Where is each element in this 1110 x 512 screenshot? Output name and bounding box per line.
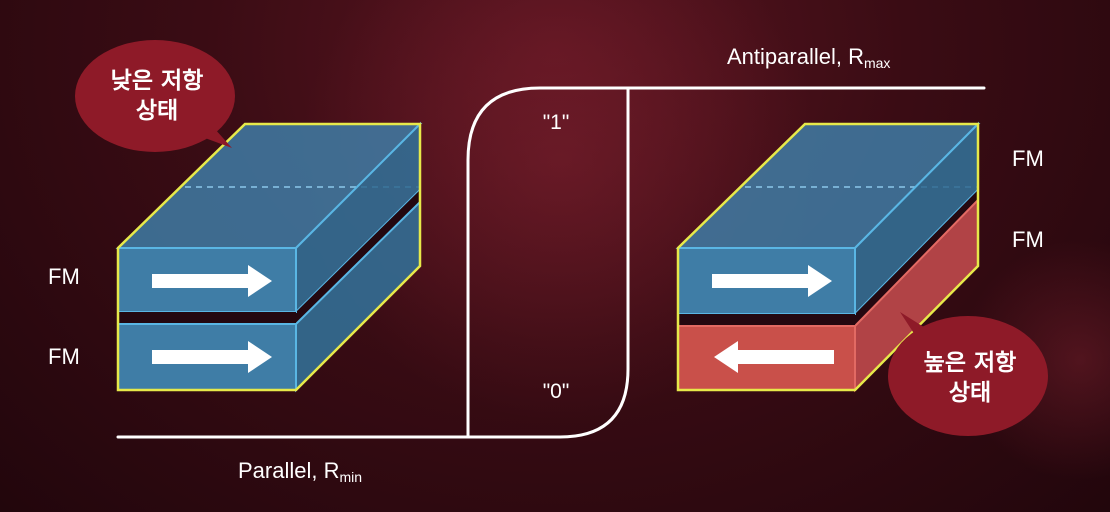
low-bubble-line2: 상태 [136, 98, 178, 124]
right-mtj-stack [675, 121, 981, 393]
right-fm-bottom-label: FM [1012, 227, 1044, 252]
high-bubble-body [888, 316, 1048, 436]
antiparallel-label: Antiparallel, Rmax [727, 44, 890, 71]
high-resistance-bubble: 높은 저항 상태 [888, 312, 1048, 436]
right-front-barrier [678, 314, 855, 326]
left-mtj-stack [115, 121, 423, 393]
antiparallel-label-sub: max [864, 55, 890, 71]
right-side-barrier [855, 190, 978, 326]
right-bottom-arrow-left [714, 341, 834, 373]
left-bottom-arrow-right [152, 341, 272, 373]
state-zero-label: "0" [543, 380, 570, 403]
low-resistance-bubble: 낮은 저항 상태 [75, 40, 235, 152]
low-bubble-body [75, 40, 235, 152]
high-bubble-line1: 높은 저항 [924, 350, 1017, 376]
left-front-barrier [118, 312, 296, 324]
parallel-baseline [116, 86, 630, 439]
left-side-barrier [296, 190, 420, 324]
high-bubble-line2: 상태 [949, 380, 991, 406]
antiparallel-baseline [466, 86, 986, 439]
state-one-label: "1" [543, 111, 570, 134]
parallel-label-sub: min [339, 469, 362, 485]
parallel-label: Parallel, Rmin [238, 458, 362, 485]
antiparallel-label-main: Antiparallel, R [727, 44, 864, 69]
right-top-arrow-right [712, 265, 832, 297]
right-outline [676, 122, 980, 392]
left-fm-top-label: FM [48, 264, 80, 289]
left-top-arrow-right [152, 265, 272, 297]
parallel-label-main: Parallel, R [238, 458, 339, 483]
state-lines [116, 86, 986, 439]
low-bubble-line1: 낮은 저항 [111, 68, 204, 94]
left-fm-bottom-label: FM [48, 344, 80, 369]
left-outline [116, 122, 422, 392]
right-fm-top-label: FM [1012, 146, 1044, 171]
